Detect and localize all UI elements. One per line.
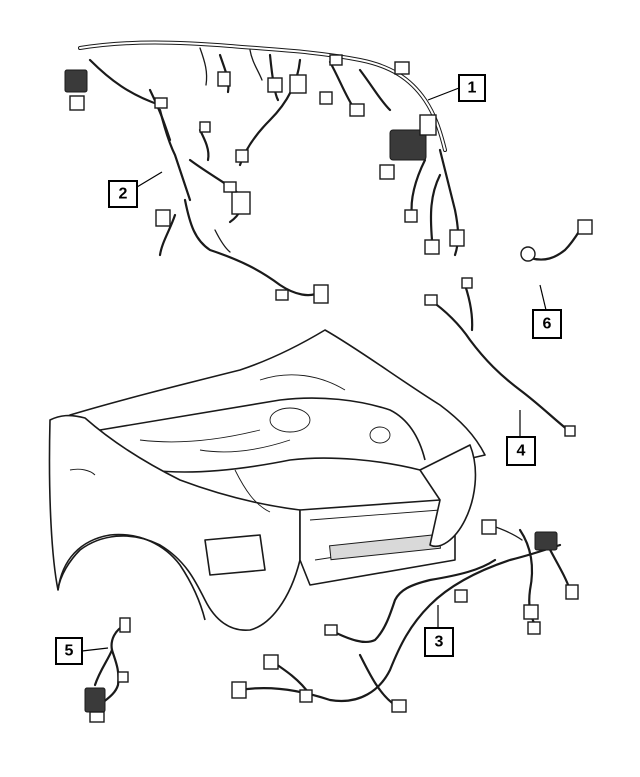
callout-label-6: 6 bbox=[543, 316, 552, 333]
harness-6 bbox=[520, 219, 593, 262]
callout-label-2: 2 bbox=[119, 186, 128, 203]
callout-2: 2 bbox=[108, 180, 138, 208]
harness-5 bbox=[84, 617, 131, 723]
callout-label-4: 4 bbox=[517, 443, 526, 460]
callout-4: 4 bbox=[506, 436, 536, 466]
callout-1: 1 bbox=[458, 74, 486, 102]
harness-3 bbox=[231, 519, 579, 713]
callout-label-5: 5 bbox=[65, 643, 74, 660]
harness-4 bbox=[424, 277, 576, 437]
vehicle-front-body bbox=[48, 329, 486, 631]
callout-3: 3 bbox=[424, 627, 454, 657]
harness-1-instrument-panel bbox=[64, 40, 465, 257]
callout-label-1: 1 bbox=[468, 80, 477, 97]
leader-lines bbox=[81, 87, 547, 652]
callout-5: 5 bbox=[55, 637, 83, 665]
harness-2 bbox=[155, 108, 329, 304]
callout-6: 6 bbox=[532, 309, 562, 339]
callout-label-3: 3 bbox=[435, 634, 444, 651]
